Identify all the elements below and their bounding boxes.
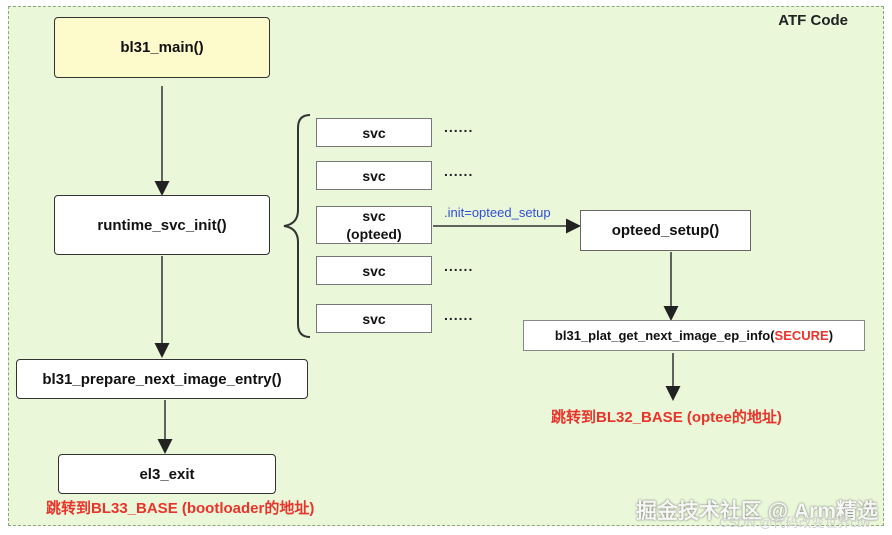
svc-dots-2: ......: [444, 163, 474, 179]
svc-box-2: svc: [316, 161, 432, 190]
plat-get-suffix: ): [828, 328, 834, 343]
runtime-svc-init-box: runtime_svc_init(): [54, 195, 270, 255]
bl32-base-note: 跳转到BL32_BASE (optee的地址): [551, 409, 782, 426]
plat-get-prefix: bl31_plat_get_next_image_ep_info(: [554, 328, 775, 343]
svc-brace: [283, 114, 311, 338]
bl31-prepare-next-image-entry-box: bl31_prepare_next_image_entry(): [16, 359, 308, 399]
diagram-title: ATF Code: [778, 12, 848, 29]
bl31-main-box: bl31_main(): [54, 17, 270, 78]
svc-box-1: svc: [316, 118, 432, 147]
svc-box-5: svc: [316, 304, 432, 333]
svc-box-opteed: svc (opteed): [316, 206, 432, 244]
secure-label: SECURE: [774, 328, 829, 343]
bl33-base-note: 跳转到BL33_BASE (bootloader的地址): [46, 500, 315, 517]
plat-get-next-image-box: bl31_plat_get_next_image_ep_info(SECURE): [523, 320, 865, 351]
init-opteed-setup-label: .init=opteed_setup: [444, 205, 551, 220]
svc-dots-4: ......: [444, 258, 474, 274]
watermark: 掘金技术社区 @ Arm精选: [635, 500, 878, 523]
diagram-canvas: [8, 6, 884, 526]
svc-box-4: svc: [316, 256, 432, 285]
el3-exit-box: el3_exit: [58, 454, 276, 494]
svc-dots-1: ......: [444, 119, 474, 135]
svc-dots-5: ......: [444, 307, 474, 323]
opteed-setup-box: opteed_setup(): [580, 210, 751, 251]
watermark-sub: CSDN @代码改变世界ctw: [718, 515, 870, 530]
